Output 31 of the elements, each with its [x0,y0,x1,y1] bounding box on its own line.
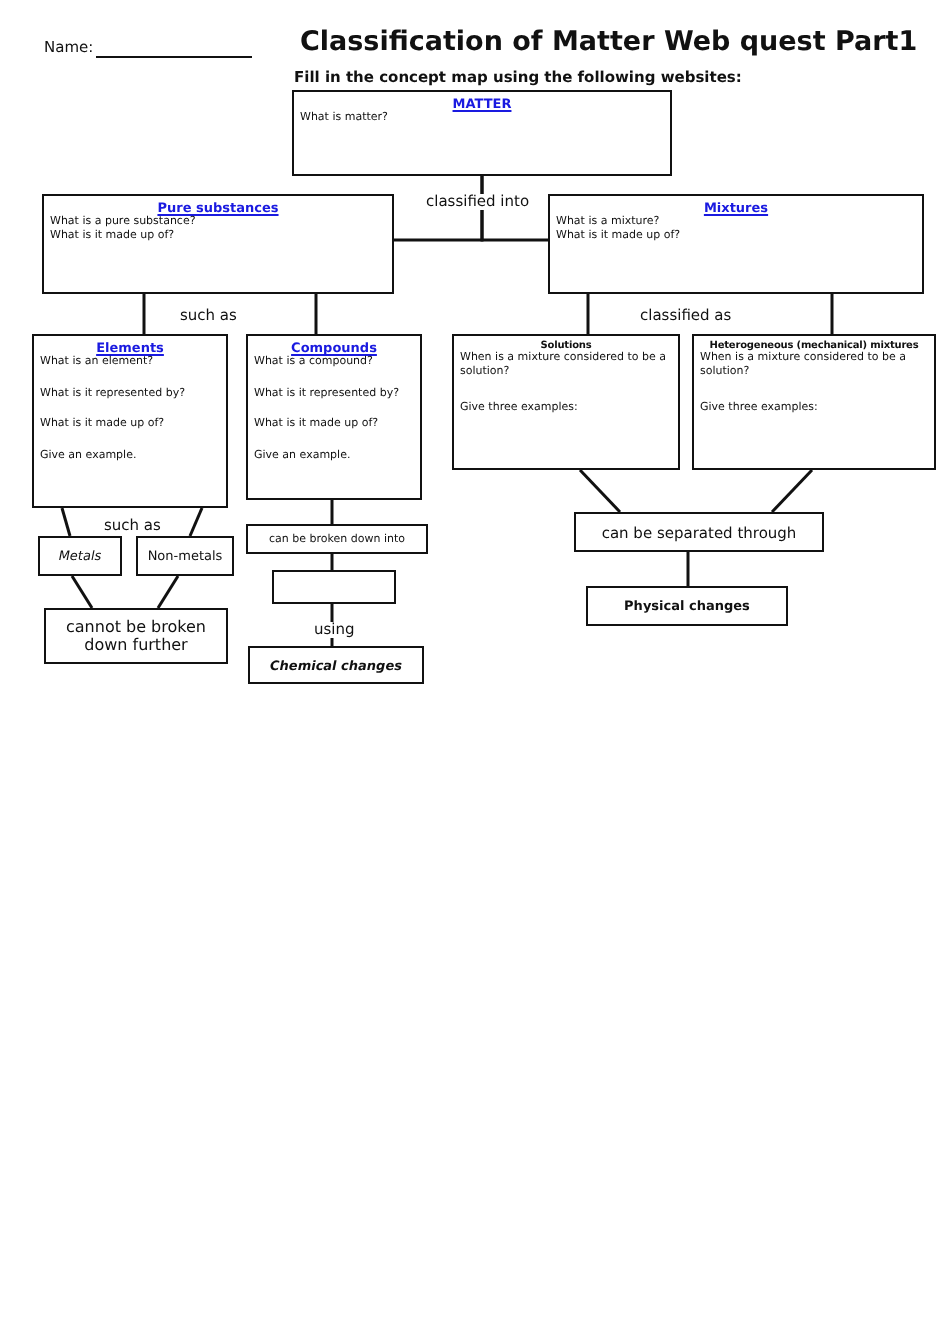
connector-line [830,294,834,334]
concept-box [248,646,424,684]
connector-line [330,500,334,524]
connector-line [770,468,814,514]
concept-card [548,194,924,294]
page-title: Classification of Matter Web quest Part1 [300,26,918,58]
connector-line [142,294,146,334]
connector-line [330,554,334,570]
concept-card [32,334,228,508]
concept-box [246,524,428,554]
concept-card [246,334,422,500]
connector-line [188,507,204,537]
concept-box [586,586,788,626]
connector-line [60,507,72,537]
concept-card [452,334,680,470]
connector-line [578,468,622,514]
connector-line [156,575,180,609]
connector-line [70,575,94,609]
concept-card [692,334,936,470]
concept-box [574,512,824,552]
box-text: cannot be broken down further [64,618,208,654]
blank-answer-box [272,570,396,604]
connector-line [314,294,318,334]
connector-line [686,552,690,586]
connector-line [480,176,548,242]
concept-box [136,536,234,576]
concept-box [44,608,228,664]
concept-box [38,536,122,576]
concept-card [292,90,672,176]
concept-card [42,194,394,294]
connector-line [586,294,590,334]
